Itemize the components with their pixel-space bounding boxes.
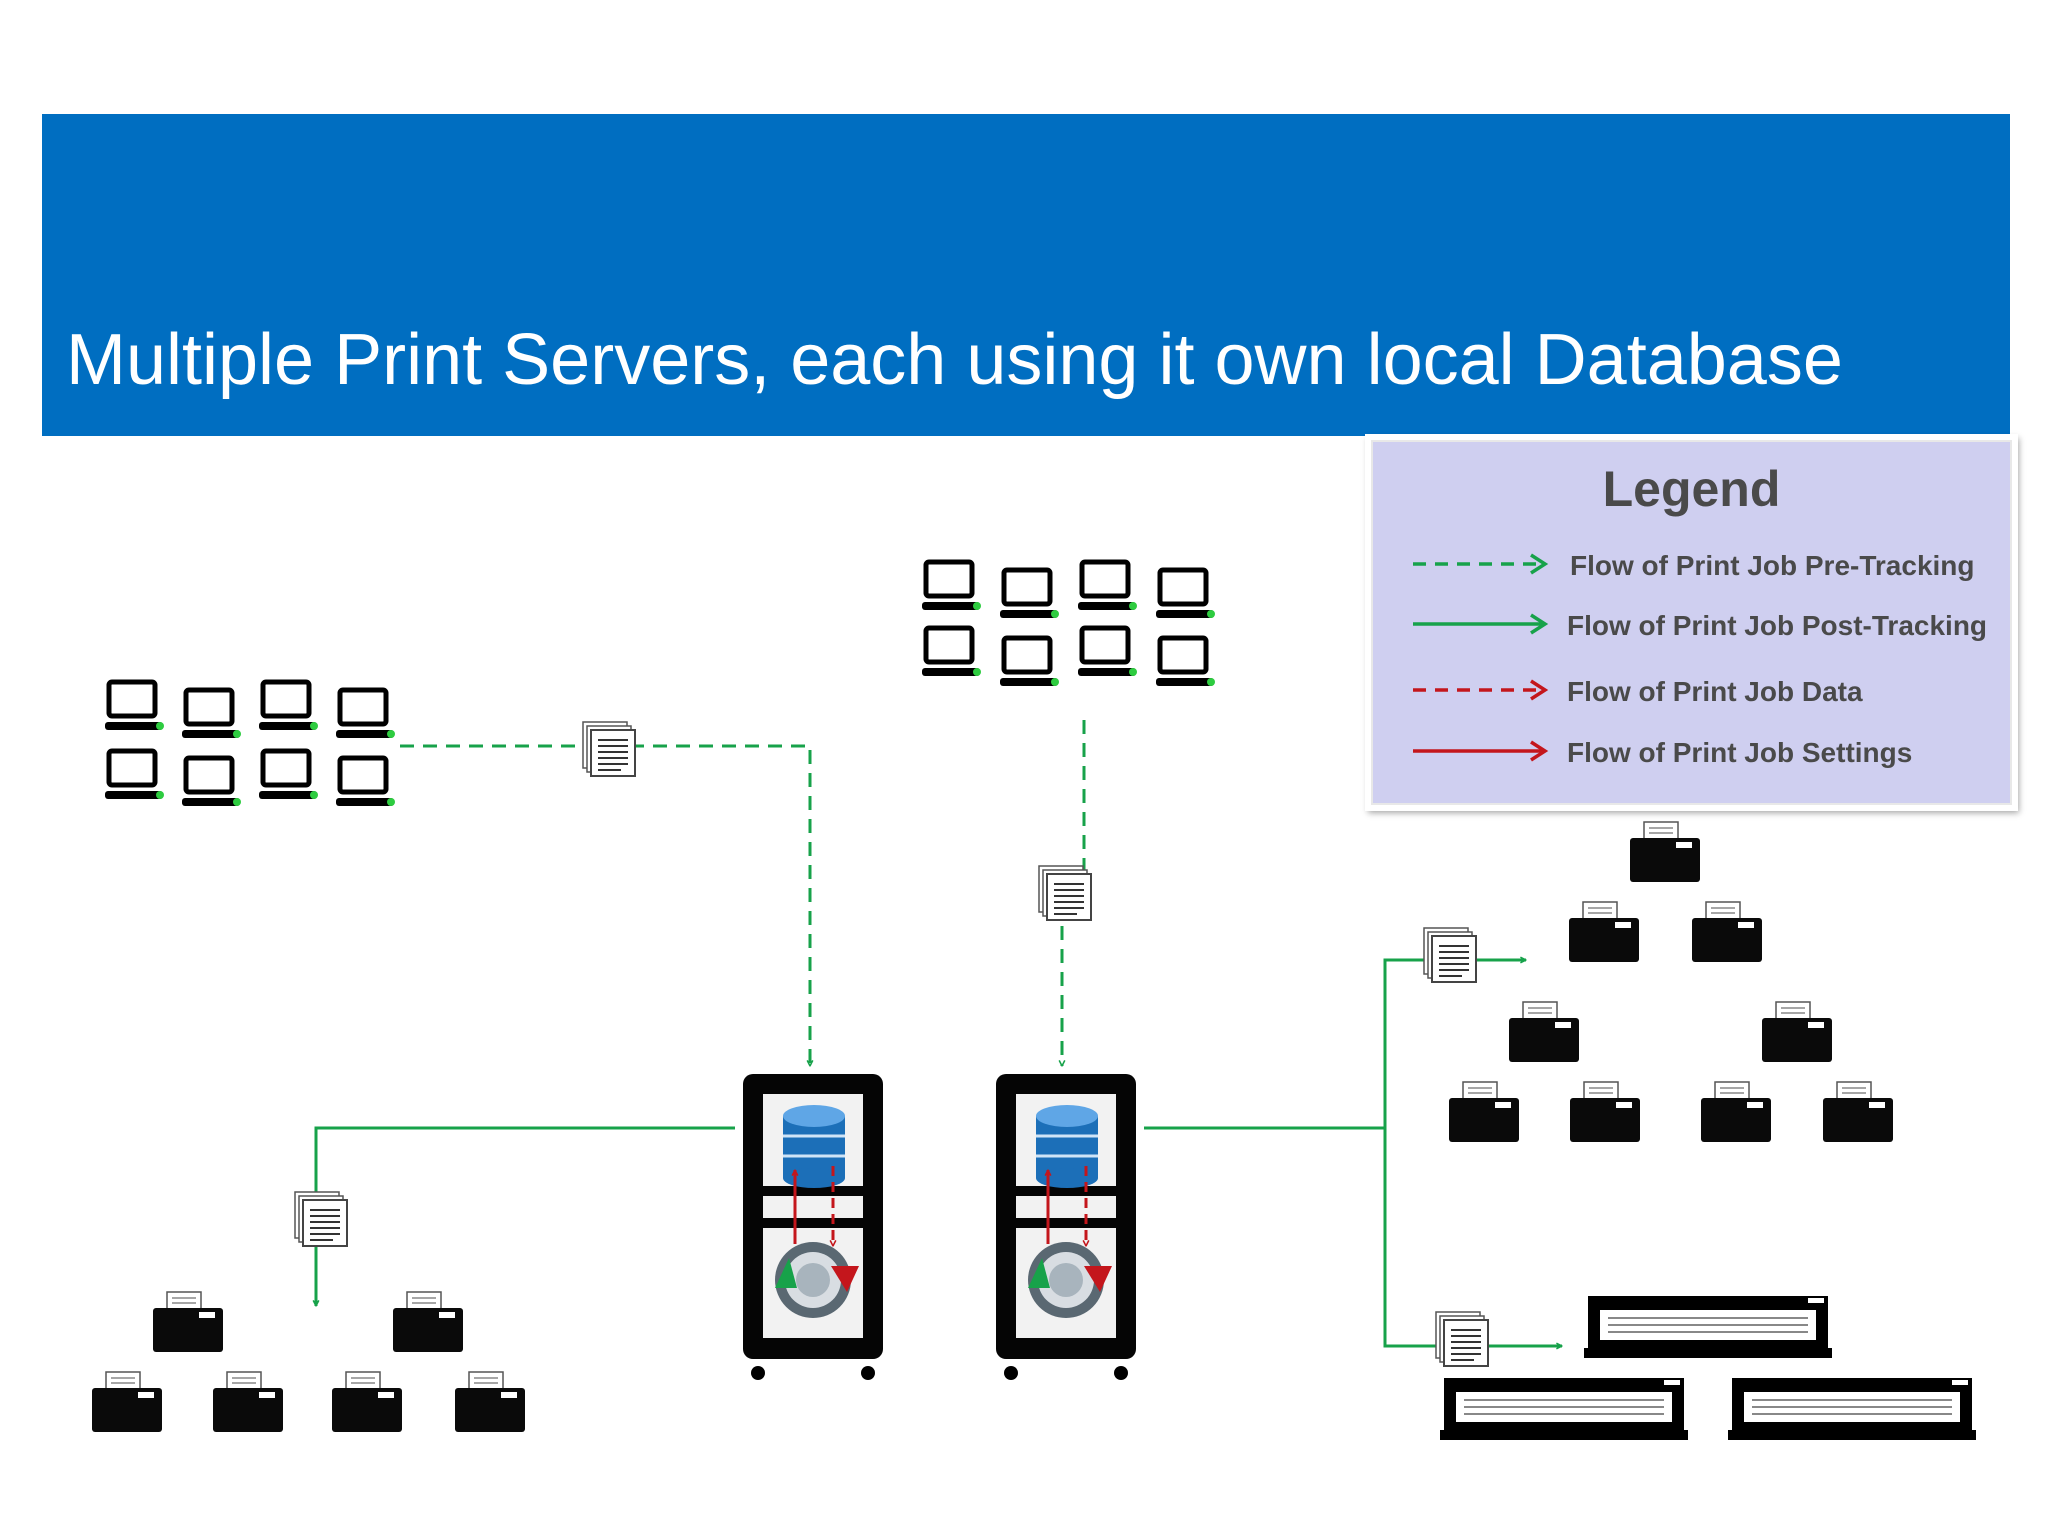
legend-solid-red-arrow-icon (1413, 740, 1549, 762)
title-banner: Multiple Print Servers, each using it ow… (42, 114, 2010, 436)
printer-icon (331, 1371, 403, 1433)
printer-icon (392, 1291, 464, 1353)
printer-icon (1700, 1081, 1772, 1143)
workstation-icon (259, 682, 318, 730)
post-tracking-flow-arrow (316, 1126, 735, 1306)
workstation-icon (922, 628, 981, 676)
page-title: Multiple Print Servers, each using it ow… (66, 320, 1843, 400)
workstation-icon (1078, 628, 1137, 676)
print-job-document-icon (1038, 865, 1092, 921)
print-job-document-icon (1435, 1311, 1489, 1367)
printer-icon (1568, 901, 1640, 963)
workstation-icon (105, 682, 164, 730)
wide-format-printer-group (1439, 1295, 1977, 1441)
legend-label: Flow of Print Job Data (1567, 676, 1863, 707)
workstation-icon (1078, 562, 1137, 610)
legend-label: Flow of Print Job Post-Tracking (1567, 610, 1988, 641)
printer-icon (91, 1371, 163, 1433)
printer-icon (1629, 821, 1701, 883)
print-job-document-icon (294, 1191, 348, 1247)
legend-label: Flow of Print Job Settings (1567, 737, 1913, 768)
printer-icon (1691, 901, 1763, 963)
workstation-icon (259, 751, 318, 799)
printer-icon (1822, 1081, 1894, 1143)
wide-format-printer-icon (1439, 1377, 1689, 1441)
printer-icon (454, 1371, 526, 1433)
print-server-2 (996, 1074, 1136, 1380)
pre-tracking-flow-arrow (400, 744, 810, 1066)
printer-icon (1569, 1081, 1641, 1143)
printer-group-left (91, 1291, 526, 1433)
workstation-group-1 (105, 682, 395, 806)
legend-label: Flow of Print Job Pre-Tracking (1570, 550, 1975, 581)
legend-dashed-green-arrow-icon (1413, 553, 1549, 575)
print-job-document-icon (1423, 927, 1477, 983)
legend-solid-green-arrow-icon (1413, 613, 1549, 635)
workstation-icon (182, 690, 241, 738)
print-server-1 (743, 1074, 883, 1380)
pre-tracking-flow-arrow (1062, 720, 1086, 1066)
workstation-icon (336, 690, 395, 738)
pre-tracking-flows (400, 720, 1086, 1066)
wide-format-printer-icon (1727, 1377, 1977, 1441)
printer-icon (152, 1291, 224, 1353)
legend-dashed-red-arrow-icon (1413, 679, 1549, 701)
legend-panel: Legend Flow of Print Job Pre-Tracking Fl… (1371, 440, 2012, 805)
workstation-icon (105, 751, 164, 799)
legend-title: Legend (1602, 461, 1781, 517)
workstation-icon (1156, 570, 1215, 618)
post-tracking-flow-arrow (1383, 1128, 1562, 1346)
printer-icon (1761, 1001, 1833, 1063)
workstation-icon (1156, 638, 1215, 686)
workstation-icon (1000, 570, 1059, 618)
printer-group-right (1448, 821, 1894, 1143)
wide-format-printer-icon (1583, 1295, 1833, 1359)
workstation-group-2 (922, 562, 1215, 686)
workstation-icon (182, 758, 241, 806)
printer-icon (1448, 1081, 1520, 1143)
printer-icon (1508, 1001, 1580, 1063)
workstation-icon (1000, 638, 1059, 686)
print-job-document-icon (582, 721, 636, 777)
post-tracking-flows (316, 960, 1562, 1346)
workstation-icon (336, 758, 395, 806)
printer-icon (212, 1371, 284, 1433)
workstation-icon (922, 562, 981, 610)
